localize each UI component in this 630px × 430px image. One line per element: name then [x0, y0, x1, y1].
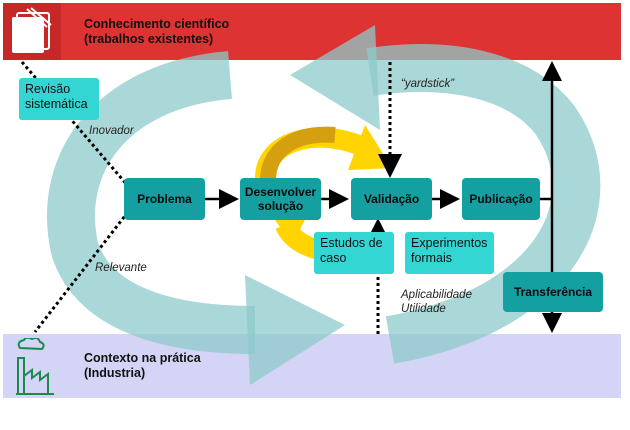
estudos-de-caso-box[interactable]: Estudos de caso: [314, 232, 394, 274]
scientific-knowledge-band: [3, 3, 621, 60]
book-icon: [3, 3, 61, 60]
small-cycle-arrow-left: [260, 126, 336, 181]
big-cycle-arrow-left: [47, 51, 256, 354]
relevante-note: Relevante: [95, 262, 147, 274]
big-cycle-arrowhead-top: [290, 25, 380, 130]
transferencia-box[interactable]: Transferência: [503, 272, 603, 312]
experimentos-formais-box[interactable]: Experimentos formais: [405, 232, 494, 274]
problema-box[interactable]: Problema: [124, 178, 205, 220]
dotted-line-problema-industria: [33, 211, 130, 333]
practice-context-label: Contexto na prática (Industria): [84, 351, 201, 380]
scientific-knowledge-label: Conhecimento científico (trabalhos exist…: [84, 17, 230, 46]
revisao-sistematica-box[interactable]: Revisão sistemática: [19, 78, 99, 120]
desenvolver-solucao-box[interactable]: Desenvolver solução: [240, 178, 321, 220]
validacao-box[interactable]: Validação: [351, 178, 432, 220]
big-cycle-arrowhead-bottom: [245, 275, 345, 385]
publicacao-box[interactable]: Publicação: [462, 178, 540, 220]
aplicabilidade-utilidade-note: Aplicabilidade Utilidade: [401, 289, 472, 315]
inovador-note: Inovador: [89, 125, 134, 137]
yardstick-note: “yardstick”: [401, 78, 455, 90]
factory-icon: [14, 338, 56, 396]
